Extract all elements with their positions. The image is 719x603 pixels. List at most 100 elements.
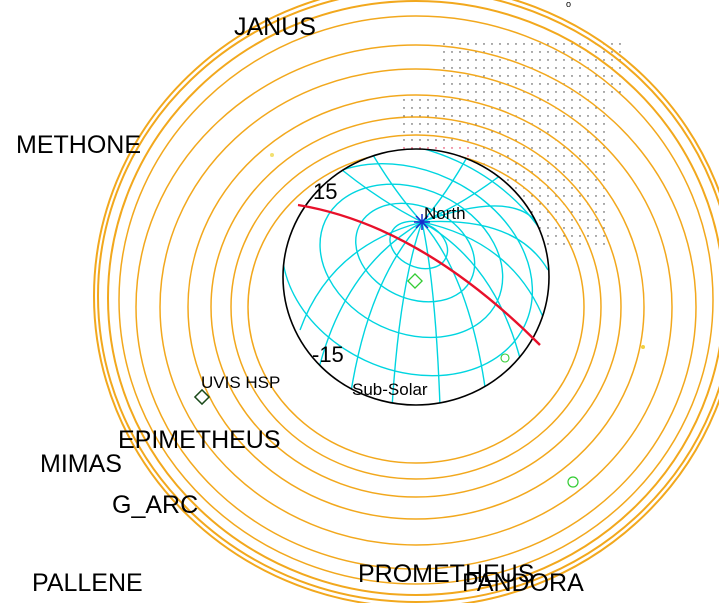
shadow-dot: [571, 75, 573, 77]
shadow-dot: [539, 107, 541, 109]
shadow-dot: [595, 187, 597, 189]
shadow-dot: [547, 43, 549, 45]
shadow-dot: [571, 195, 573, 197]
shadow-dot: [539, 51, 541, 53]
shadow-dot: [443, 91, 445, 93]
label-g-arc: G_ARC: [112, 491, 198, 519]
shadow-dot: [547, 243, 549, 245]
shadow-dot: [523, 51, 525, 53]
label-pallene: PALLENE: [32, 569, 143, 597]
shadow-dot: [531, 179, 533, 181]
shadow-dot: [467, 51, 469, 53]
shadow-dot: [547, 203, 549, 205]
shadow-dot: [539, 187, 541, 189]
shadow-dot: [579, 179, 581, 181]
shadow-dot: [603, 147, 605, 149]
shadow-dot: [491, 155, 493, 157]
shadow-dot: [483, 43, 485, 45]
shadow-dot: [571, 171, 573, 173]
shadow-dot: [523, 123, 525, 125]
shadow-dot: [475, 67, 477, 69]
shadow-dot: [603, 155, 605, 157]
shadow-dot: [563, 179, 565, 181]
shadow-dot: [547, 139, 549, 141]
shadow-dot: [443, 107, 445, 109]
shadow-dot: [539, 203, 541, 205]
shadow-dot: [507, 163, 509, 165]
shadow-dot: [579, 91, 581, 93]
shadow-dot: [571, 139, 573, 141]
shadow-dot: [515, 67, 517, 69]
shadow-dot: [467, 131, 469, 133]
shadow-dot: [587, 75, 589, 77]
shadow-dot: [603, 99, 605, 101]
shadow-dot: [491, 67, 493, 69]
ring-ellipse: [97, 0, 719, 603]
shadow-dot: [531, 75, 533, 77]
shadow-dot: [603, 171, 605, 173]
shadow-dot: [523, 107, 525, 109]
shadow-dot: [459, 123, 461, 125]
shadow-dot: [531, 187, 533, 189]
shadow-dot: [595, 99, 597, 101]
shadow-dot: [507, 139, 509, 141]
shadow-dot: [555, 123, 557, 125]
shadow-dot: [499, 107, 501, 109]
shadow-dot: [619, 67, 621, 69]
shadow-dot: [611, 91, 613, 93]
shadow-dot: [611, 51, 613, 53]
shadow-dot: [595, 67, 597, 69]
shadow-dot: [499, 123, 501, 125]
shadow-dot: [523, 67, 525, 69]
shadow-dot: [595, 75, 597, 77]
shadow-dot: [571, 43, 573, 45]
shadow-dot: [459, 51, 461, 53]
shadow-dot: [547, 99, 549, 101]
shadow-dot: [523, 83, 525, 85]
shadow-dot: [571, 203, 573, 205]
shadow-dot: [435, 131, 437, 133]
shadow-dot: [603, 51, 605, 53]
shadow-dot: [507, 123, 509, 125]
shadow-dot: [571, 99, 573, 101]
shadow-dot: [435, 99, 437, 101]
shadow-dot: [515, 99, 517, 101]
shadow-dot: [587, 187, 589, 189]
shadow-dot: [539, 171, 541, 173]
ring-ellipse: [107, 0, 719, 596]
shadow-dot: [555, 243, 557, 245]
shadow-dot: [483, 91, 485, 93]
shadow-dot: [595, 227, 597, 229]
shadow-dot: [475, 155, 477, 157]
shadow-dot: [531, 115, 533, 117]
meridian-line: [299, 221, 423, 331]
shadow-dot: [499, 155, 501, 157]
shadow-dot: [603, 115, 605, 117]
shadow-dot: [523, 43, 525, 45]
shadow-dot: [419, 139, 421, 141]
shadow-dot: [555, 235, 557, 237]
shadow-dot: [547, 235, 549, 237]
shadow-dot: [587, 59, 589, 61]
shadow-dot: [427, 139, 429, 141]
shadow-dot: [467, 59, 469, 61]
shadow-dot: [523, 139, 525, 141]
shadow-dot: [491, 83, 493, 85]
shadow-dot: [491, 139, 493, 141]
shadow-dot: [515, 51, 517, 53]
shadow-dot: [539, 139, 541, 141]
shadow-dot: [499, 83, 501, 85]
shadow-dot: [563, 227, 565, 229]
shadow-dot: [467, 147, 469, 149]
shadow-dot: [571, 123, 573, 125]
shadow-dot: [611, 75, 613, 77]
shadow-dot: [539, 195, 541, 197]
shadow-dot: [587, 123, 589, 125]
shadow-dot: [555, 131, 557, 133]
shadow-dot: [475, 99, 477, 101]
shadow-dot: [555, 155, 557, 157]
shadow-dot: [595, 115, 597, 117]
shadow-dot: [587, 211, 589, 213]
shadow-dot: [459, 83, 461, 85]
